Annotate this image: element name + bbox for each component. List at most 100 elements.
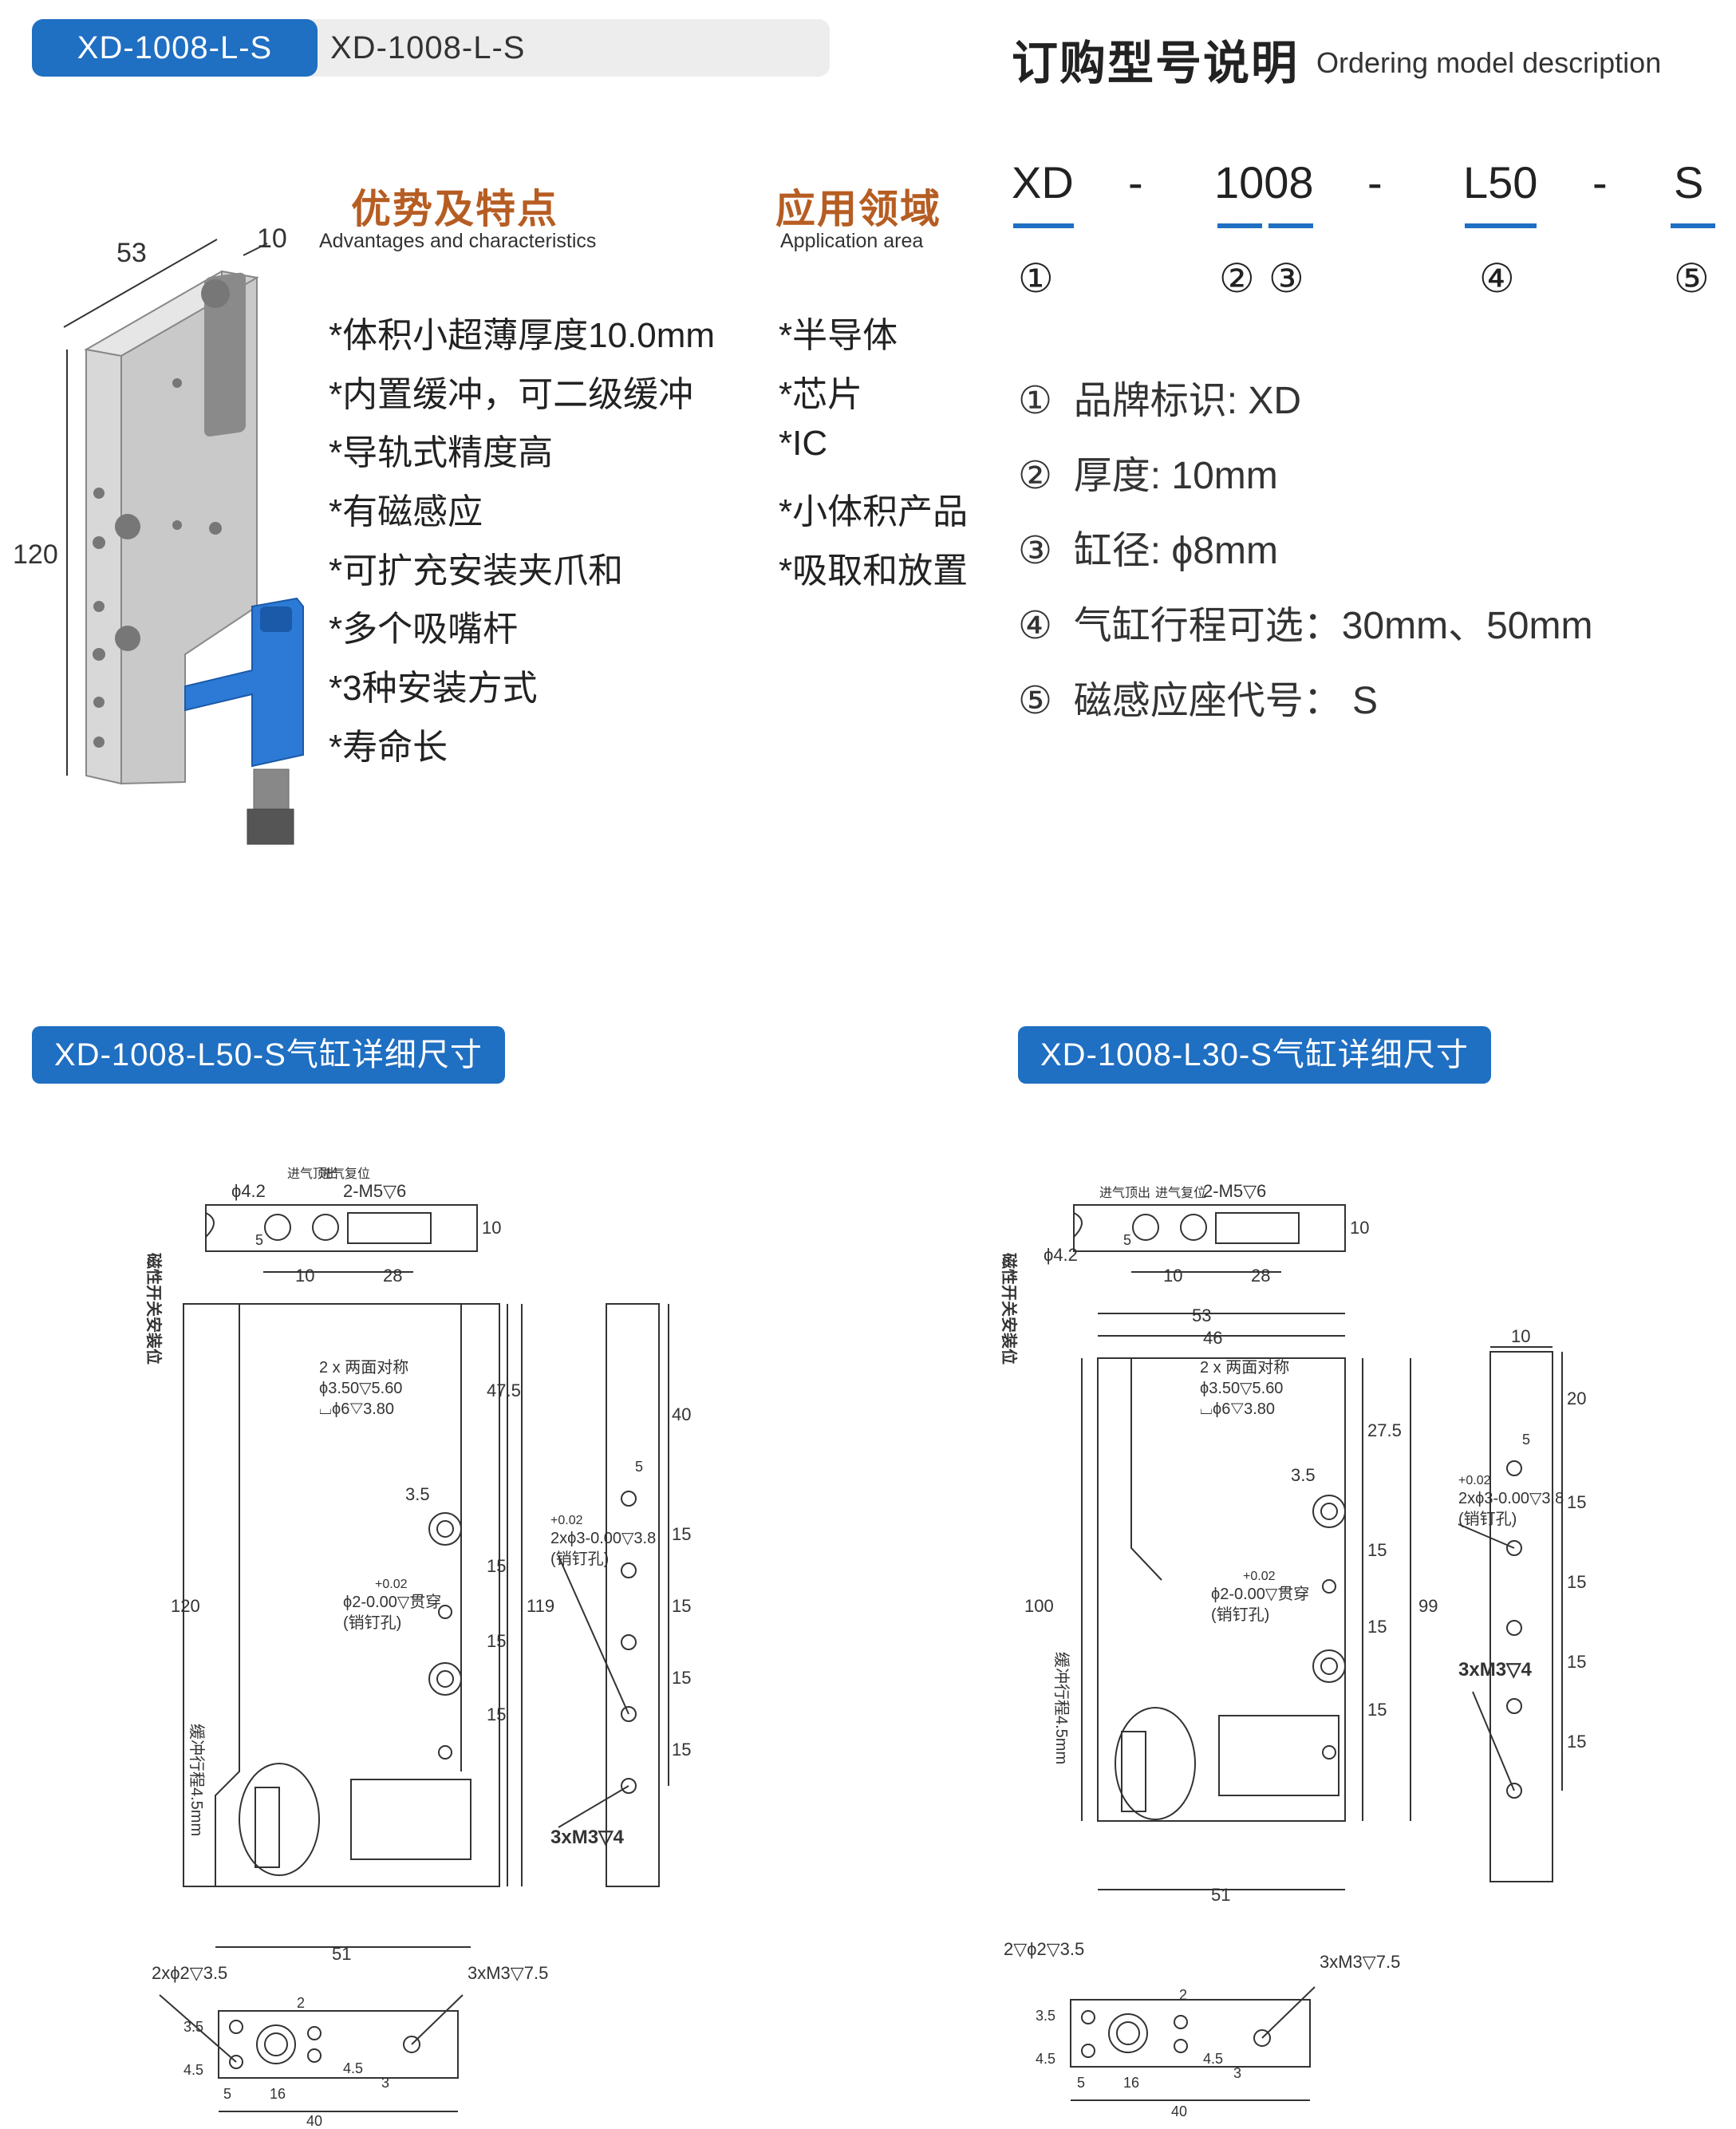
code-part-stroke: L50 (1463, 157, 1538, 207)
label-side-h15c: 15 (1567, 1652, 1586, 1672)
label-in1: 进气顶出 (287, 1167, 338, 1181)
code-underline (1465, 223, 1537, 228)
label-bottom-d45a: 4.5 (183, 2062, 203, 2078)
code-part-sensor: S (1674, 157, 1704, 207)
label-d10: 10 (1163, 1266, 1182, 1286)
label-d28: 28 (1251, 1266, 1270, 1286)
application-item: *半导体 (779, 316, 898, 355)
label-bottom-d45b: 4.5 (1203, 2051, 1223, 2067)
label-d10: 10 (295, 1266, 314, 1286)
left-drawing: ϕ4.2 进气顶出 进气复位 2-M5▽6 5 10 28 10 磁性开关安装位… (144, 1167, 691, 2129)
label-bottom-tap: 3xM3▽7.5 (1320, 1952, 1400, 1972)
label-h15c: 15 (487, 1704, 506, 1724)
label-side-h15a: 15 (672, 1524, 691, 1544)
code-underline (1013, 223, 1074, 228)
dim-height: 120 (13, 539, 58, 570)
label-bottom-d2: 2 (1179, 1987, 1187, 2003)
label-buffer: 缓冲行程4.5mm (1052, 1652, 1071, 1764)
right-drawing-tag[interactable]: XD-1008-L30-S气缸详细尺寸 (1018, 1026, 1491, 1084)
label-w51: 51 (332, 1944, 351, 1964)
label-note1: 2 x 两面对称 (319, 1358, 408, 1377)
code-num: ④ (1479, 256, 1515, 301)
label-side-h15d: 15 (672, 1740, 691, 1760)
label-pin-tol: +0.02 (375, 1578, 408, 1591)
label-switch: 磁性开关安装位 (1000, 1253, 1019, 1365)
label-bottom-d5: 5 (223, 2086, 231, 2102)
label-h15a: 15 (487, 1556, 506, 1576)
ordering-item: ② 厚度: 10mm (1018, 455, 1278, 497)
application-title: 应用领域 (775, 187, 941, 231)
label-pin-cn: (销钉孔) (343, 1614, 401, 1632)
code-num: ① (1018, 256, 1054, 301)
label-h275: 27.5 (1367, 1420, 1402, 1440)
label-side-h5: 5 (635, 1459, 643, 1475)
ordering-item: ⑤ 磁感应座代号： S (1018, 680, 1379, 722)
label-bottom-d35: 3.5 (183, 2019, 203, 2035)
label-d5: 5 (1123, 1232, 1131, 1248)
label-side-w10: 10 (1511, 1326, 1530, 1346)
code-underline (1268, 223, 1313, 228)
label-in2: 进气复位 (1155, 1186, 1206, 1200)
advantage-item: *寿命长 (329, 728, 448, 767)
dim-thickness: 10 (257, 223, 287, 254)
label-side-h15a: 15 (1567, 1492, 1586, 1512)
label-h15a: 15 (1367, 1540, 1387, 1560)
label-bottom-d45b: 4.5 (343, 2060, 363, 2076)
label-in2: 进气复位 (319, 1167, 370, 1181)
label-bottom-d40: 40 (1171, 2103, 1187, 2119)
label-bottom-d16: 16 (1123, 2075, 1139, 2091)
label-side-tap: 3xM3▽4 (550, 1827, 624, 1848)
code-underline (1671, 223, 1715, 228)
label-w53: 53 (1192, 1305, 1211, 1325)
label-d5: 5 (255, 1232, 263, 1248)
label-bottom-d3: 3 (1233, 2065, 1241, 2081)
model-tag[interactable]: XD-1008-L-S (32, 19, 318, 77)
label-h99: 99 (1418, 1596, 1438, 1616)
label-side-h20: 20 (1567, 1388, 1586, 1408)
label-note1: 2 x 两面对称 (1200, 1358, 1289, 1377)
advantage-item: *3种安装方式 (329, 669, 538, 708)
label-side-tap: 3xM3▽4 (1458, 1659, 1532, 1681)
label-pin: ϕ2-0.00▽贯穿 (1211, 1585, 1309, 1603)
advantage-item: *内置缓冲，可二级缓冲 (329, 375, 694, 414)
advantage-item: *有磁感应 (329, 492, 483, 531)
label-d1: ϕ4.2 (231, 1181, 266, 1201)
label-d28: 28 (383, 1266, 402, 1286)
label-w46: 46 (1203, 1328, 1222, 1348)
label-h475: 47.5 (487, 1380, 521, 1400)
label-bottom-d40: 40 (306, 2113, 322, 2129)
code-part-size: 1008 (1214, 157, 1314, 207)
ordering-title-cn: 订购型号说明 (1012, 38, 1300, 89)
application-item: *IC (779, 424, 828, 463)
label-h10: 10 (482, 1218, 501, 1238)
label-side-h15b: 15 (1567, 1572, 1586, 1592)
label-side-h5: 5 (1522, 1432, 1530, 1448)
label-buffer: 缓冲行程4.5mm (187, 1724, 206, 1836)
ordering-title-en: Ordering model description (1316, 46, 1662, 79)
label-bottom-hole: 2xϕ2▽3.5 (152, 1963, 227, 1983)
label-h35: 3.5 (1291, 1465, 1316, 1485)
label-h15b: 15 (1367, 1617, 1387, 1637)
code-part-brand: XD (1012, 157, 1074, 207)
label-note3: ⌴ϕ6▽3.80 (319, 1400, 394, 1418)
application-item: *吸取和放置 (779, 551, 969, 591)
label-h10: 10 (1350, 1218, 1369, 1238)
label-side-pin-tol: +0.02 (550, 1514, 583, 1527)
label-bottom-d3: 3 (381, 2075, 389, 2091)
label-h120: 120 (171, 1596, 200, 1616)
label-side-h15c: 15 (672, 1668, 691, 1688)
advantages-subtitle: Advantages and characteristics (319, 230, 597, 252)
label-side-h15d: 15 (1567, 1732, 1586, 1752)
product-illustration: 53 10 120 (13, 223, 304, 845)
label-note2: ϕ3.50▽5.60 (1200, 1380, 1283, 1397)
advantages-title: 优势及特点 (351, 187, 558, 231)
label-bottom-d2: 2 (297, 1995, 305, 2011)
label-in1: 进气顶出 (1099, 1186, 1150, 1200)
left-drawing-tag[interactable]: XD-1008-L50-S气缸详细尺寸 (32, 1026, 505, 1084)
application-item: *芯片 (779, 375, 863, 414)
code-num: ② (1219, 256, 1255, 301)
label-h119: 119 (527, 1596, 554, 1616)
application-item: *小体积产品 (779, 492, 969, 531)
code-num: ③ (1268, 256, 1304, 301)
code-sep: - (1128, 157, 1143, 207)
